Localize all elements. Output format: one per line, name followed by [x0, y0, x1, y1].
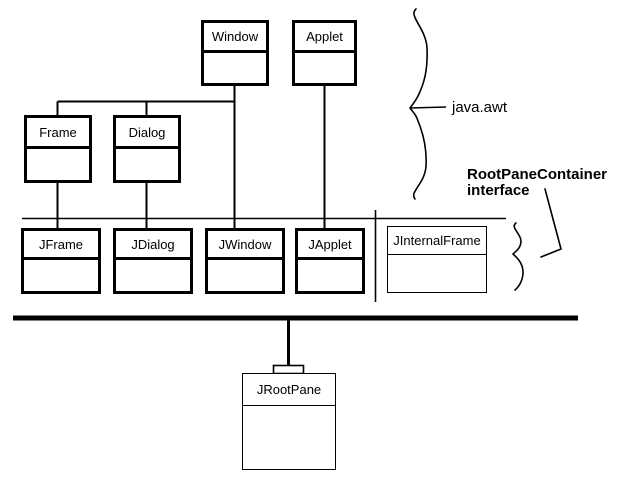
class-box-dialog[interactable]: Dialog — [113, 115, 181, 183]
class-body-jinternalframe — [388, 255, 486, 292]
class-body-frame — [27, 149, 89, 180]
class-box-frame[interactable]: Frame — [24, 115, 92, 183]
class-box-jinternalframe[interactable]: JInternalFrame — [387, 226, 487, 293]
class-title-jwindow: JWindow — [208, 231, 282, 260]
class-body-jdialog — [116, 260, 190, 291]
class-title-jinternalframe: JInternalFrame — [388, 227, 486, 255]
class-box-jdialog[interactable]: JDialog — [113, 228, 193, 294]
class-body-window — [204, 53, 266, 83]
class-box-jframe[interactable]: JFrame — [21, 228, 101, 294]
class-title-jdialog: JDialog — [116, 231, 190, 260]
annotation-rootpanecontainer-line2: interface — [467, 182, 530, 199]
class-body-dialog — [116, 149, 178, 180]
class-box-japplet[interactable]: JApplet — [295, 228, 365, 294]
brace-rootpanecontainer — [512, 222, 524, 291]
class-body-jrootpane — [243, 406, 335, 469]
brace-java-awt — [409, 8, 447, 200]
class-title-dialog: Dialog — [116, 118, 178, 149]
annotation-rootpanecontainer-line1: RootPaneContainer — [467, 166, 608, 183]
class-title-jframe: JFrame — [24, 231, 98, 260]
class-box-window[interactable]: Window — [201, 20, 269, 86]
class-box-jrootpane[interactable]: JRootPane — [242, 373, 336, 470]
class-title-applet: Applet — [295, 23, 354, 53]
class-body-jframe — [24, 260, 98, 291]
class-box-jwindow[interactable]: JWindow — [205, 228, 285, 294]
class-body-jwindow — [208, 260, 282, 291]
connector-rootpane-stem — [272, 320, 305, 375]
class-body-applet — [295, 53, 354, 83]
class-box-applet[interactable]: Applet — [292, 20, 357, 86]
class-body-japplet — [298, 260, 362, 291]
class-title-japplet: JApplet — [298, 231, 362, 260]
class-title-frame: Frame — [27, 118, 89, 149]
class-title-jrootpane: JRootPane — [243, 374, 335, 406]
connector-window-branch — [56, 86, 236, 115]
annotation-java-awt: java.awt — [452, 99, 508, 116]
leader-rootpanecontainer — [540, 188, 562, 258]
class-title-window: Window — [204, 23, 266, 53]
